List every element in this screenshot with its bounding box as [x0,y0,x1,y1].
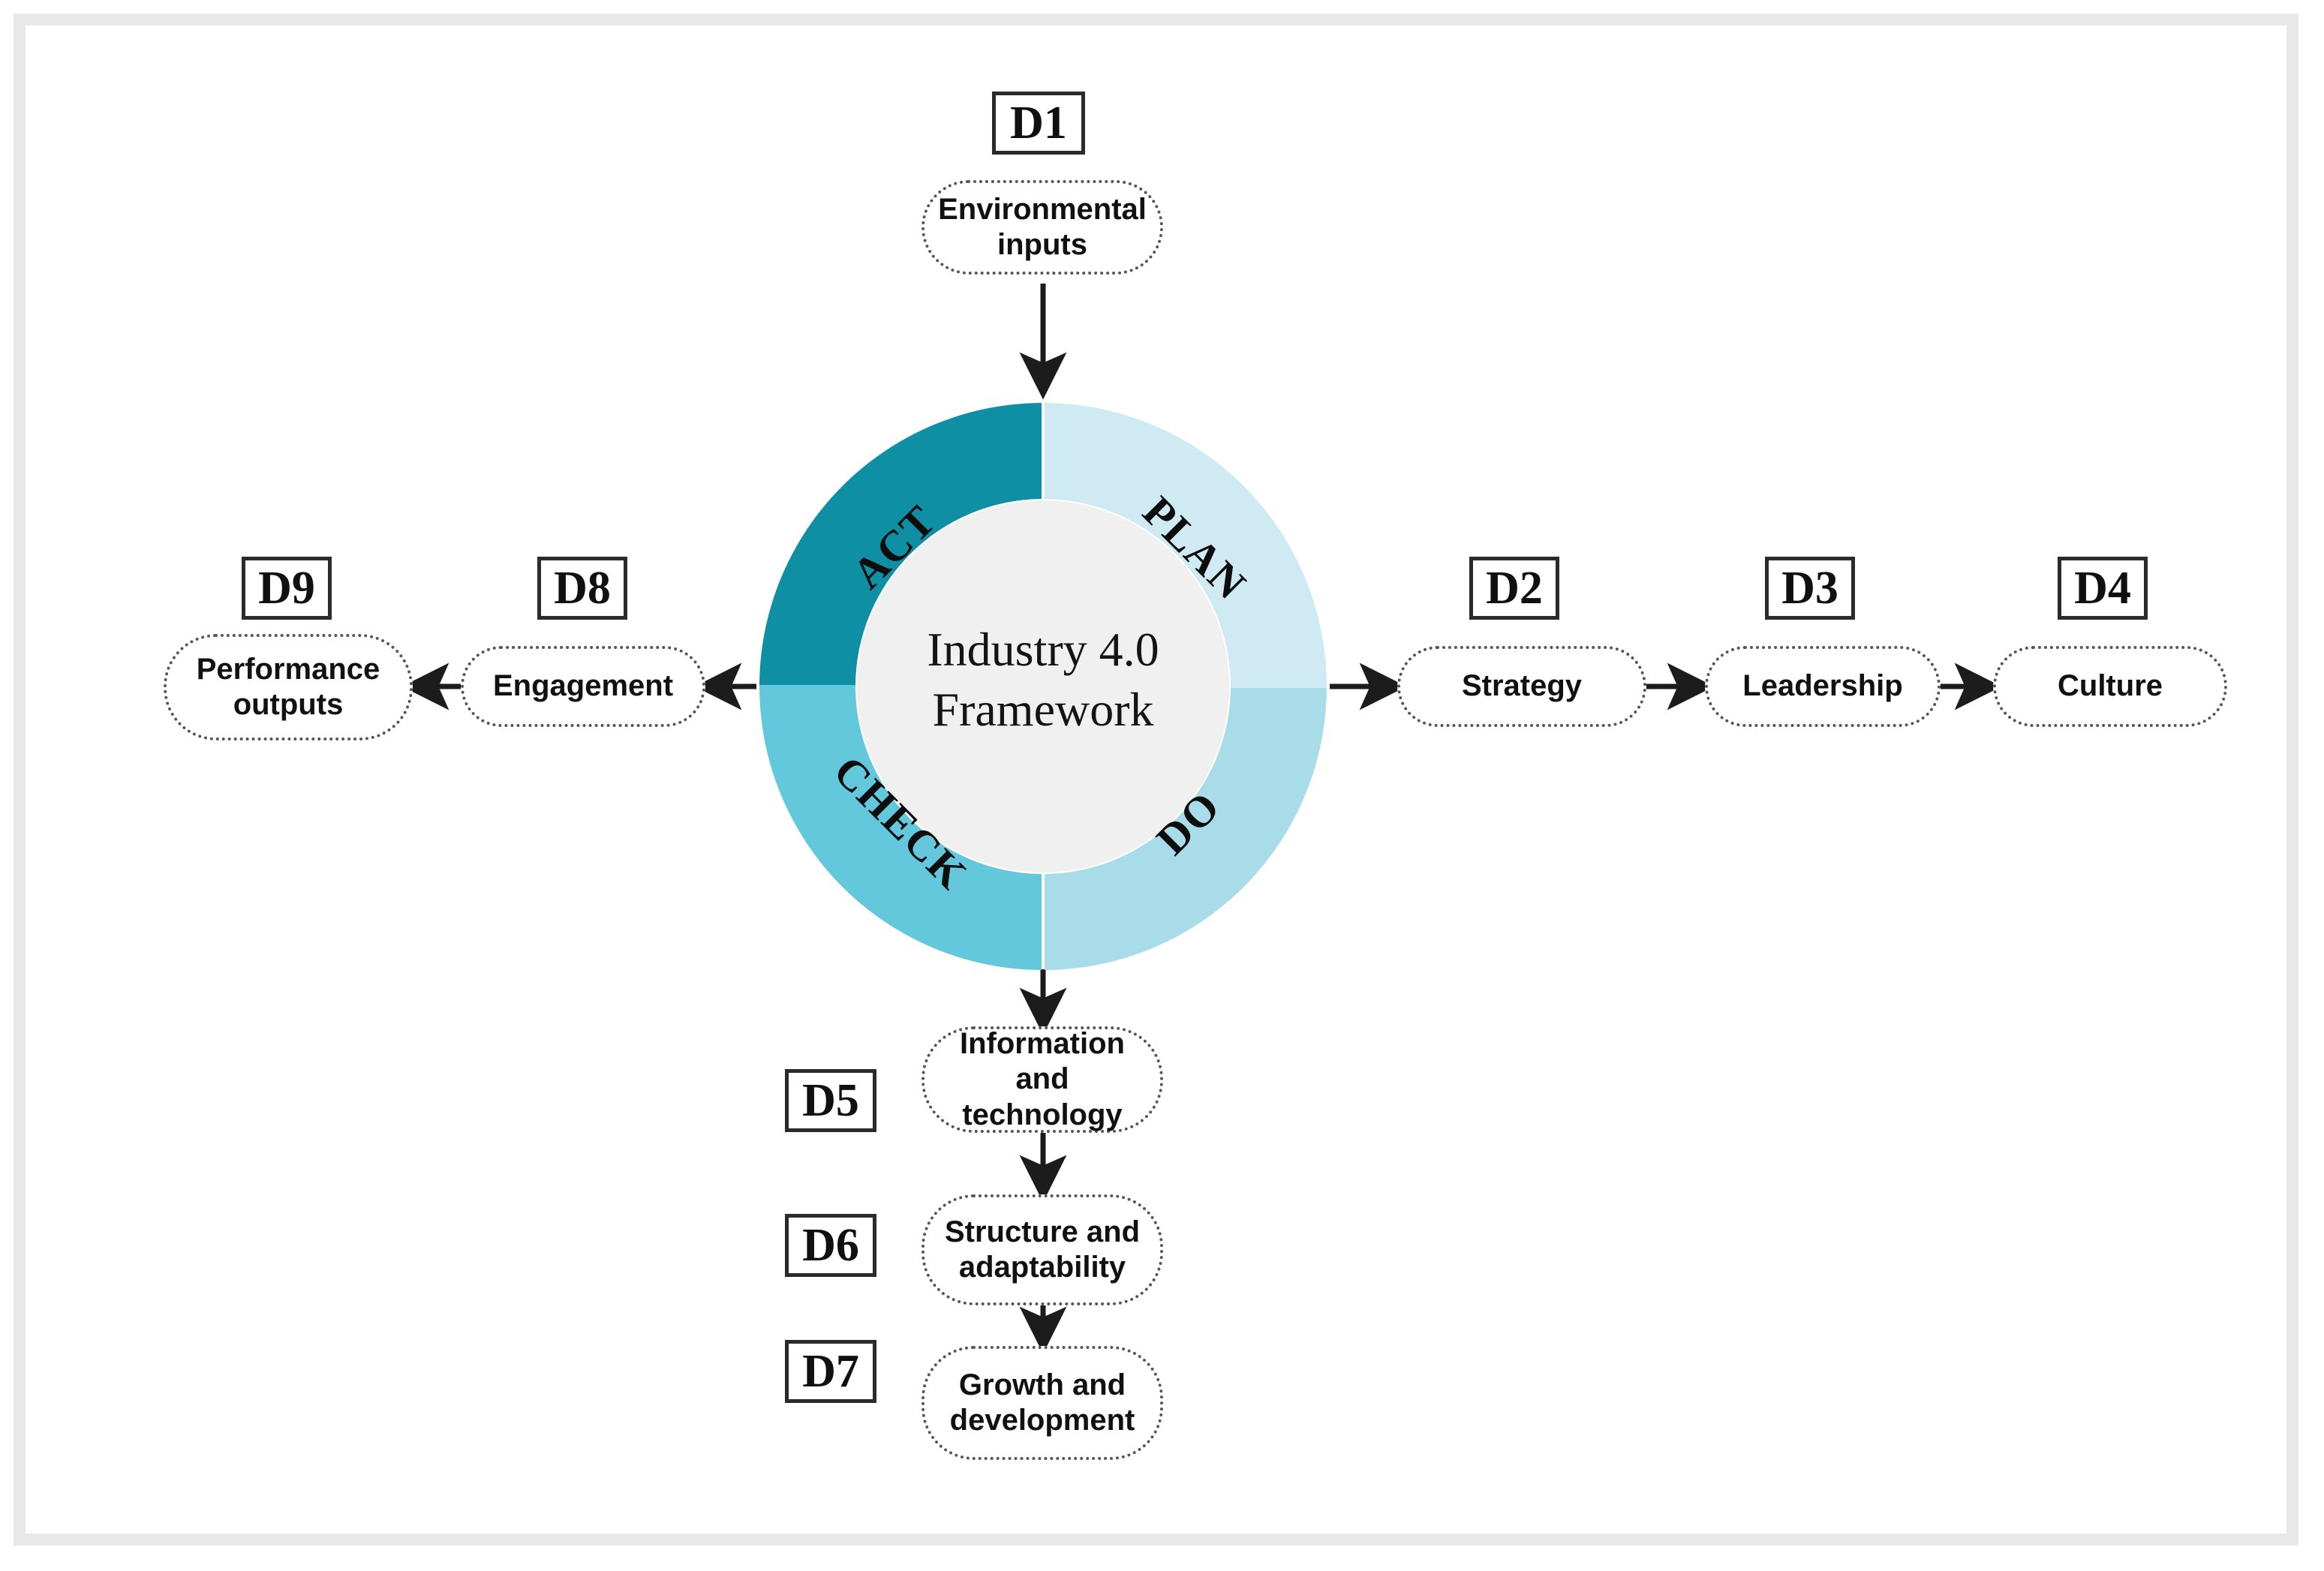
node-information-and-technology[interactable]: Information and technology [921,1026,1163,1133]
node-label-line2: adaptability [958,1251,1126,1284]
label-box-d2: D2 [1469,557,1559,620]
node-strategy[interactable]: Strategy [1397,646,1646,727]
node-culture[interactable]: Culture [1993,646,2227,727]
node-label-line1: Environmental [938,192,1147,226]
node-label-line1: Information and [960,1027,1125,1096]
cycle-segment-do[interactable] [1045,688,1327,970]
node-label: Strategy [1461,669,1583,703]
label-box-d8: D8 [537,557,627,620]
node-engagement[interactable]: Engagement [461,646,705,727]
center-title-line2: Framework [932,683,1153,736]
node-performance-outputs[interactable]: Performance outputs [164,634,413,740]
cycle-hub [857,500,1229,873]
cycle-segment-act[interactable] [759,403,1042,685]
node-label-line2: outputs [233,688,344,721]
pdca-cycle-donut: PLAN DO CHECK ACT Industry 4.0 Framework [758,401,1328,972]
node-leadership[interactable]: Leadership [1705,646,1941,727]
label-box-d1: D1 [992,92,1085,155]
label-box-d7: D7 [785,1340,876,1403]
node-label: Engagement [492,669,674,703]
node-structure-and-adaptability[interactable]: Structure and adaptability [921,1194,1163,1305]
node-label-line2: technology [962,1098,1123,1131]
label-box-d6: D6 [785,1214,876,1277]
node-label-line2: inputs [997,228,1087,261]
label-box-d4: D4 [2058,557,2148,620]
center-title-line1: Industry 4.0 [927,623,1159,676]
node-label-line1: Performance [196,652,380,686]
node-label: Culture [2058,669,2163,703]
node-growth-and-development[interactable]: Growth and development [921,1346,1163,1460]
label-box-d9: D9 [242,557,332,620]
node-label: Leadership [1742,669,1903,703]
cycle-segment-plan[interactable] [1045,403,1327,688]
node-label-line1: Growth and [958,1368,1126,1401]
label-box-d5: D5 [785,1069,876,1132]
cycle-segment-check[interactable] [759,685,1042,970]
label-box-d3: D3 [1765,557,1855,620]
node-environmental-inputs[interactable]: Environmental inputs [921,180,1163,275]
node-label-line2: development [949,1404,1135,1437]
node-label-line1: Structure and [944,1215,1141,1248]
